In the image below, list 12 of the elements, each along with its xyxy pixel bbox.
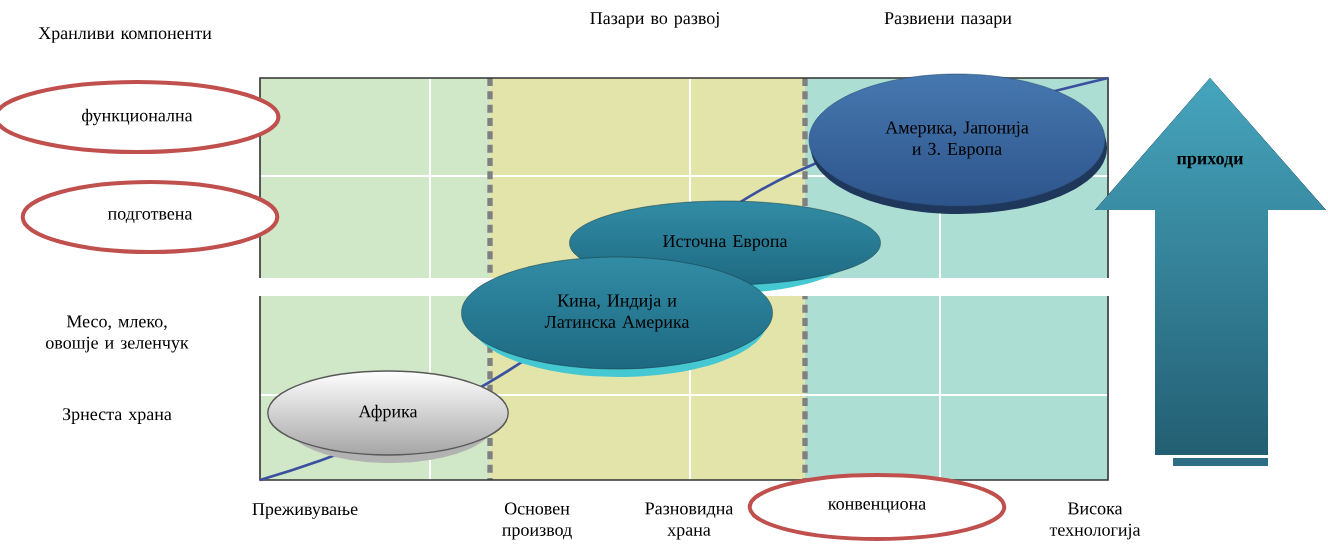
axis-label: Зрнеста храна — [63, 408, 172, 424]
axis-label: Основен производ — [502, 502, 572, 540]
axis-label: Разновидна храна — [645, 502, 734, 540]
axis-label: Хранливи компоненти — [38, 27, 212, 43]
axis-label: Преживување — [252, 503, 358, 519]
axis-label: Месо, млеко, овошје и зеленчук — [46, 315, 189, 353]
highlight-oval: конвенциона — [747, 473, 1007, 541]
axis-label: Висока технологија — [1049, 502, 1141, 540]
axis-label: Пазари во развој — [590, 12, 719, 28]
node-label: конвенциона — [828, 501, 926, 513]
axis-label: Развиени пазари — [884, 12, 1012, 28]
highlight-oval: подготвена — [20, 180, 280, 254]
